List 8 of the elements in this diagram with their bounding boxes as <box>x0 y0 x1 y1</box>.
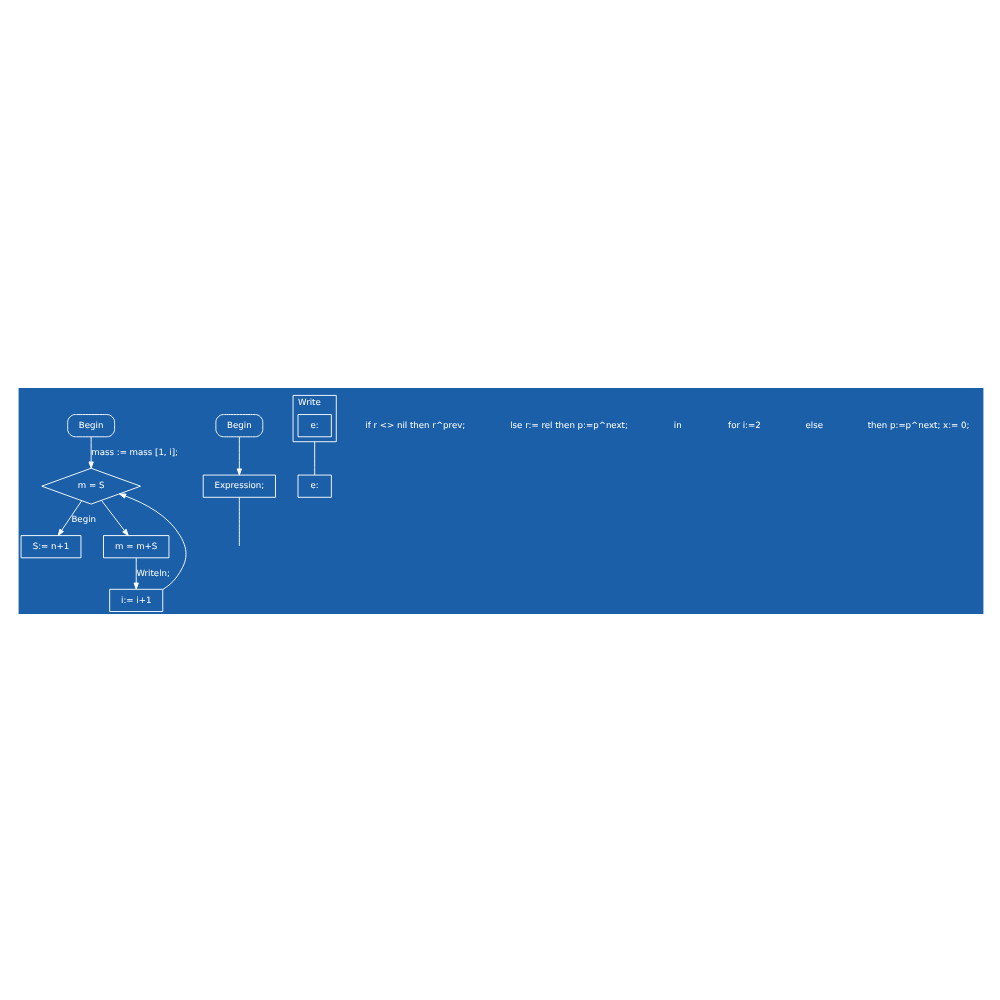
connector <box>313 440 315 475</box>
arrow <box>132 556 138 589</box>
connector <box>237 495 239 546</box>
arrow <box>100 499 128 535</box>
arrow <box>235 435 241 475</box>
arrow <box>87 435 93 468</box>
arrow <box>56 499 82 535</box>
arrow <box>118 492 186 589</box>
